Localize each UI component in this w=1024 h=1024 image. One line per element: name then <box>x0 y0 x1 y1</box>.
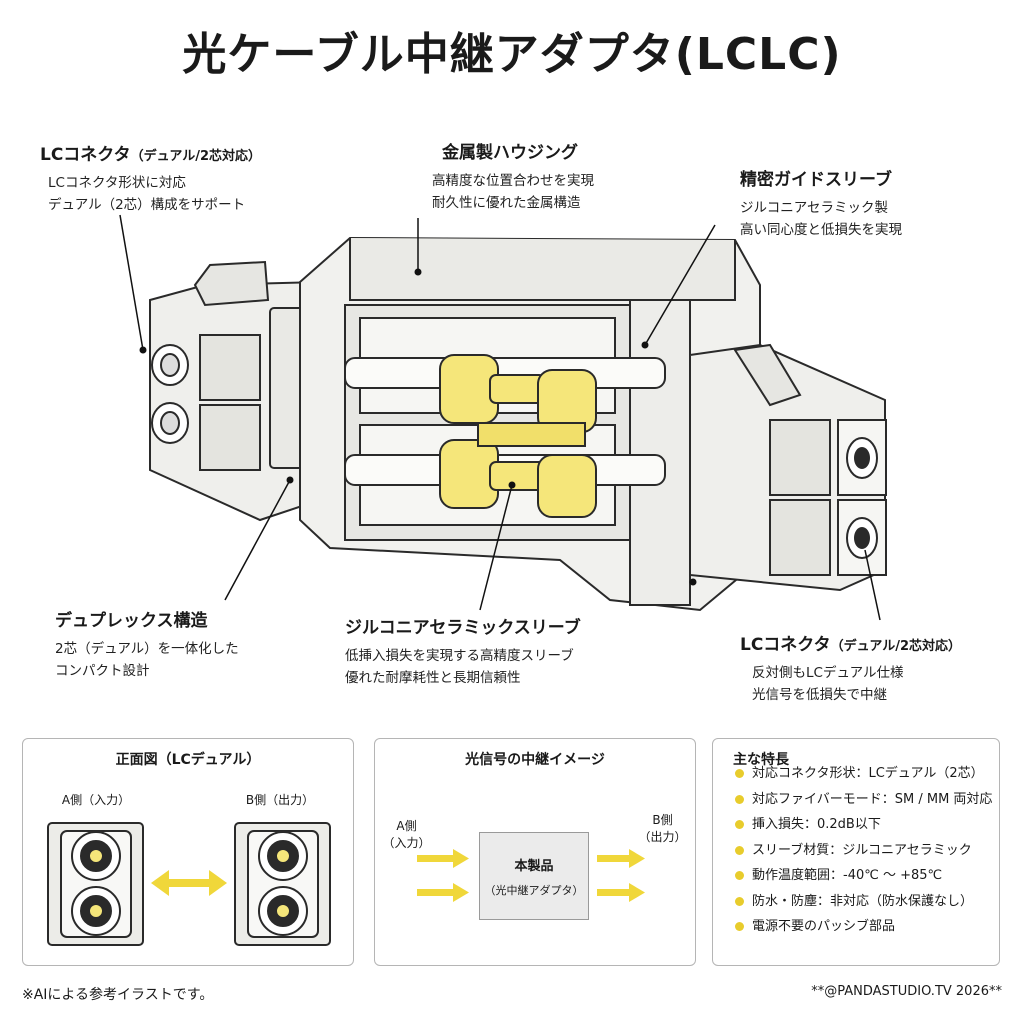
callout-heading: LCコネクタ（デュアル/2芯対応） <box>740 635 962 655</box>
bullet-icon <box>735 871 744 881</box>
footer-note: ※AIによる参考イラストです。 <box>22 987 214 1003</box>
side-a-label: A側（入力） <box>61 793 131 807</box>
bullet-icon <box>735 845 744 855</box>
callout-description: 2芯（デュアル）を一体化したコンパクト設計 <box>55 641 239 679</box>
bullet-icon <box>735 896 744 906</box>
footer-credit: **@PANDASTUDIO.TV 2026** <box>811 984 1002 999</box>
front-view-drawing <box>47 822 331 946</box>
panel-features: 主な特長 対応コネクタ形状：LCデュアル（2芯） 対応ファイバーモード：SM /… <box>712 738 1000 966</box>
arrow-right-icon <box>417 849 645 902</box>
left-lc-connector <box>149 260 321 522</box>
callout-lc-left: LCコネクタ（デュアル/2芯対応） LCコネクタ形状に対応デュアル（2芯）構成を… <box>40 140 261 216</box>
callout-lc-right: LCコネクタ（デュアル/2芯対応） 反対側もLCデュアル仕様光信号を低損失で中継 <box>740 630 961 706</box>
side-a-label: A側（入力） <box>382 819 431 850</box>
double-arrow-icon <box>151 870 227 896</box>
zirconia-sleeves <box>439 354 597 518</box>
callout-heading: 金属製ハウジング <box>442 143 578 163</box>
side-b-label: B側（出力） <box>245 793 315 807</box>
front-connector-b <box>234 822 331 946</box>
panel-front-view: 正面図（LCデュアル） A側（入力） B側（出力） <box>22 738 354 966</box>
leader-dots <box>139 268 697 586</box>
page-title: 光ケーブル中継アダプタ(LCLC) <box>182 29 842 80</box>
callout-heading: ジルコニアセラミックスリーブ <box>345 618 581 638</box>
bullet-icon <box>735 794 744 804</box>
product-box: 本製品 （光中継アダプタ） <box>479 832 589 920</box>
callout-heading: デュプレックス構造 <box>55 611 208 631</box>
list-item: 防水・防塵：非対応（防水保護なし） <box>735 889 992 915</box>
list-item: スリーブ材質：ジルコニアセラミック <box>735 838 992 864</box>
callout-guide-sleeve: 精密ガイドスリーブ ジルコニアセラミック製高い同心度と低損失を実現 <box>740 165 902 241</box>
side-b-label: B側（出力） <box>638 813 687 844</box>
panel-signal-relay: 光信号の中継イメージ A側（入力） B側（出力） 本製品 （光中継アダプタ） <box>374 738 696 966</box>
list-item: 対応ファイバーモード：SM / MM 両対応 <box>735 787 992 813</box>
callout-description: 高精度な位置合わせを実現耐久性に優れた金属構造 <box>432 173 594 211</box>
front-connector-a <box>47 822 144 946</box>
list-item: 対応コネクタ形状：LCデュアル（2芯） <box>735 761 992 787</box>
bullet-icon <box>735 820 744 830</box>
callout-heading: 精密ガイドスリーブ <box>740 170 892 190</box>
panel-title: 正面図（LCデュアル） <box>115 752 261 768</box>
callout-description: LCコネクタ形状に対応デュアル（2芯）構成をサポート <box>48 175 246 213</box>
product-sublabel: （光中継アダプタ） <box>484 884 584 897</box>
bullet-icon <box>735 922 744 932</box>
list-item: 挿入損失：0.2dB以下 <box>735 812 992 838</box>
callout-description: 反対側もLCデュアル仕様光信号を低損失で中継 <box>752 665 904 703</box>
callout-description: 低挿入損失を実現する高精度スリーブ優れた耐摩耗性と長期信頼性 <box>345 648 574 686</box>
callout-heading: LCコネクタ（デュアル/2芯対応） <box>40 145 262 165</box>
panel-title: 主な特長 <box>733 752 789 768</box>
callout-duplex: デュプレックス構造 2芯（デュアル）を一体化したコンパクト設計 <box>55 606 239 682</box>
panel-title: 光信号の中継イメージ <box>465 752 605 768</box>
list-item: 動作温度範囲：-40℃ 〜 +85℃ <box>735 863 992 889</box>
feature-list: 対応コネクタ形状：LCデュアル（2芯） 対応ファイバーモード：SM / MM 両… <box>735 761 992 940</box>
adapter-illustration <box>119 214 887 621</box>
list-item: 電源不要のパッシブ部品 <box>735 914 992 940</box>
bullet-icon <box>735 769 744 779</box>
product-label: 本製品 <box>514 859 554 874</box>
signal-arrows <box>417 849 645 902</box>
callout-housing: 金属製ハウジング 高精度な位置合わせを実現耐久性に優れた金属構造 <box>432 138 594 214</box>
right-lc-connector <box>689 343 887 592</box>
callout-description: ジルコニアセラミック製高い同心度と低損失を実現 <box>740 200 902 238</box>
leader-lines <box>119 214 881 621</box>
callout-zirconia-sleeve: ジルコニアセラミックスリーブ 低挿入損失を実現する高精度スリーブ優れた耐摩耗性と… <box>345 613 581 689</box>
